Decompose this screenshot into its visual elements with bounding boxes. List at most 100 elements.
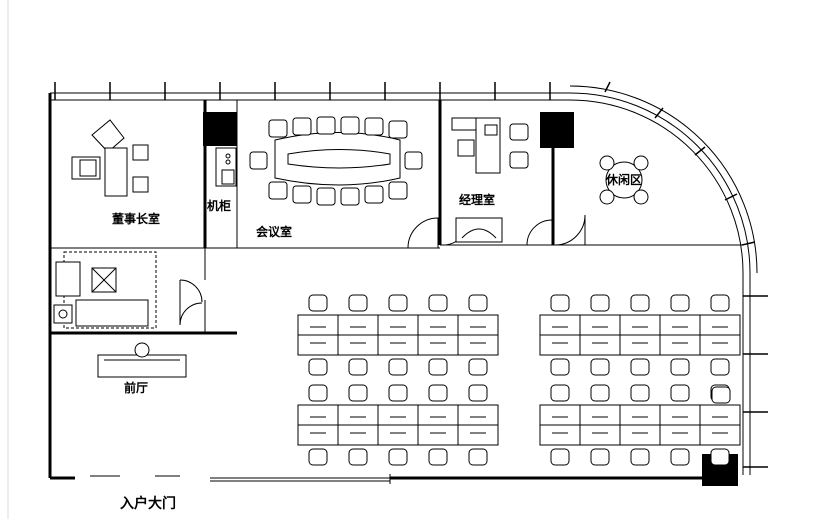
desk	[619, 334, 661, 356]
office-chair	[550, 358, 570, 376]
office-chair	[550, 448, 570, 466]
office-chair	[670, 448, 690, 466]
desk	[377, 404, 419, 426]
desk	[417, 404, 459, 426]
desk	[377, 424, 419, 446]
desk	[337, 314, 379, 336]
office-chair	[630, 294, 650, 312]
office-chair	[711, 386, 731, 404]
office-chair	[308, 384, 328, 402]
chairman-desk-set	[71, 119, 149, 197]
office-chair	[590, 294, 610, 312]
label-front-hall: 前厅	[124, 380, 148, 395]
label-chairman-office: 董事长室	[112, 211, 160, 226]
office-chair	[308, 358, 328, 376]
label-meeting-room: 会议室	[256, 224, 292, 239]
office-chair	[630, 384, 650, 402]
desk	[457, 424, 499, 446]
desk	[699, 404, 741, 426]
desk	[619, 424, 661, 446]
desk	[417, 334, 459, 356]
desk	[699, 314, 741, 336]
office-chair	[468, 384, 488, 402]
office-chair	[670, 294, 690, 312]
office-chair	[590, 358, 610, 376]
office-chair	[348, 358, 368, 376]
desk	[659, 404, 701, 426]
meeting-table	[249, 116, 423, 206]
lounge-table	[599, 155, 649, 205]
desk	[659, 334, 701, 356]
office-chair	[468, 358, 488, 376]
office-chair	[428, 384, 448, 402]
label-server-cabinet: 机柜	[207, 198, 231, 213]
label-main-entrance: 入户大门	[120, 495, 176, 512]
desk	[337, 334, 379, 356]
workstation-area	[297, 294, 741, 466]
office-chair	[590, 448, 610, 466]
office-chair	[348, 384, 368, 402]
desk	[659, 424, 701, 446]
desk	[539, 334, 581, 356]
desk	[659, 314, 701, 336]
office-chair	[428, 448, 448, 466]
desk	[297, 334, 339, 356]
structural-columns	[203, 112, 738, 486]
office-chair	[710, 358, 730, 376]
desk	[619, 314, 661, 336]
office-chair	[468, 448, 488, 466]
desk	[539, 424, 581, 446]
office-chair	[308, 294, 328, 312]
office-chair	[388, 294, 408, 312]
desk	[417, 424, 459, 446]
desk	[377, 314, 419, 336]
desk	[579, 424, 621, 446]
office-chair	[630, 358, 650, 376]
desk	[297, 404, 339, 426]
office-chair	[550, 384, 570, 402]
desk	[337, 424, 379, 446]
curved-window-wall	[569, 81, 768, 475]
office-chair	[428, 358, 448, 376]
office-chair	[388, 384, 408, 402]
desk	[539, 404, 581, 426]
desk	[579, 404, 621, 426]
desk	[539, 314, 581, 336]
desk	[377, 334, 419, 356]
label-lounge-area: 休闲区	[605, 172, 642, 187]
office-chair	[388, 448, 408, 466]
sofa-set	[53, 251, 157, 329]
reception-desk	[97, 342, 187, 378]
top-window-wall	[50, 82, 570, 101]
door-swings	[179, 214, 586, 326]
office-chair	[348, 294, 368, 312]
desk	[579, 334, 621, 356]
desk	[619, 404, 661, 426]
desk	[699, 424, 741, 446]
desk	[699, 334, 741, 356]
outer-walls	[48, 93, 705, 484]
desk	[579, 314, 621, 336]
office-chair	[348, 448, 368, 466]
office-chair	[670, 358, 690, 376]
office-chair	[710, 294, 730, 312]
office-chair	[710, 448, 730, 466]
office-chair	[468, 294, 488, 312]
office-chair	[630, 448, 650, 466]
office-chair	[590, 384, 610, 402]
desk	[337, 404, 379, 426]
label-manager-office: 经理室	[459, 192, 495, 207]
manager-desk-set	[451, 117, 529, 243]
desk	[297, 424, 339, 446]
office-chair	[428, 294, 448, 312]
desk	[457, 314, 499, 336]
server-cabinet	[215, 147, 237, 187]
desk	[297, 314, 339, 336]
office-chair	[670, 384, 690, 402]
desk	[457, 404, 499, 426]
office-chair	[388, 358, 408, 376]
desk	[417, 314, 459, 336]
desk	[457, 334, 499, 356]
office-chair	[550, 294, 570, 312]
